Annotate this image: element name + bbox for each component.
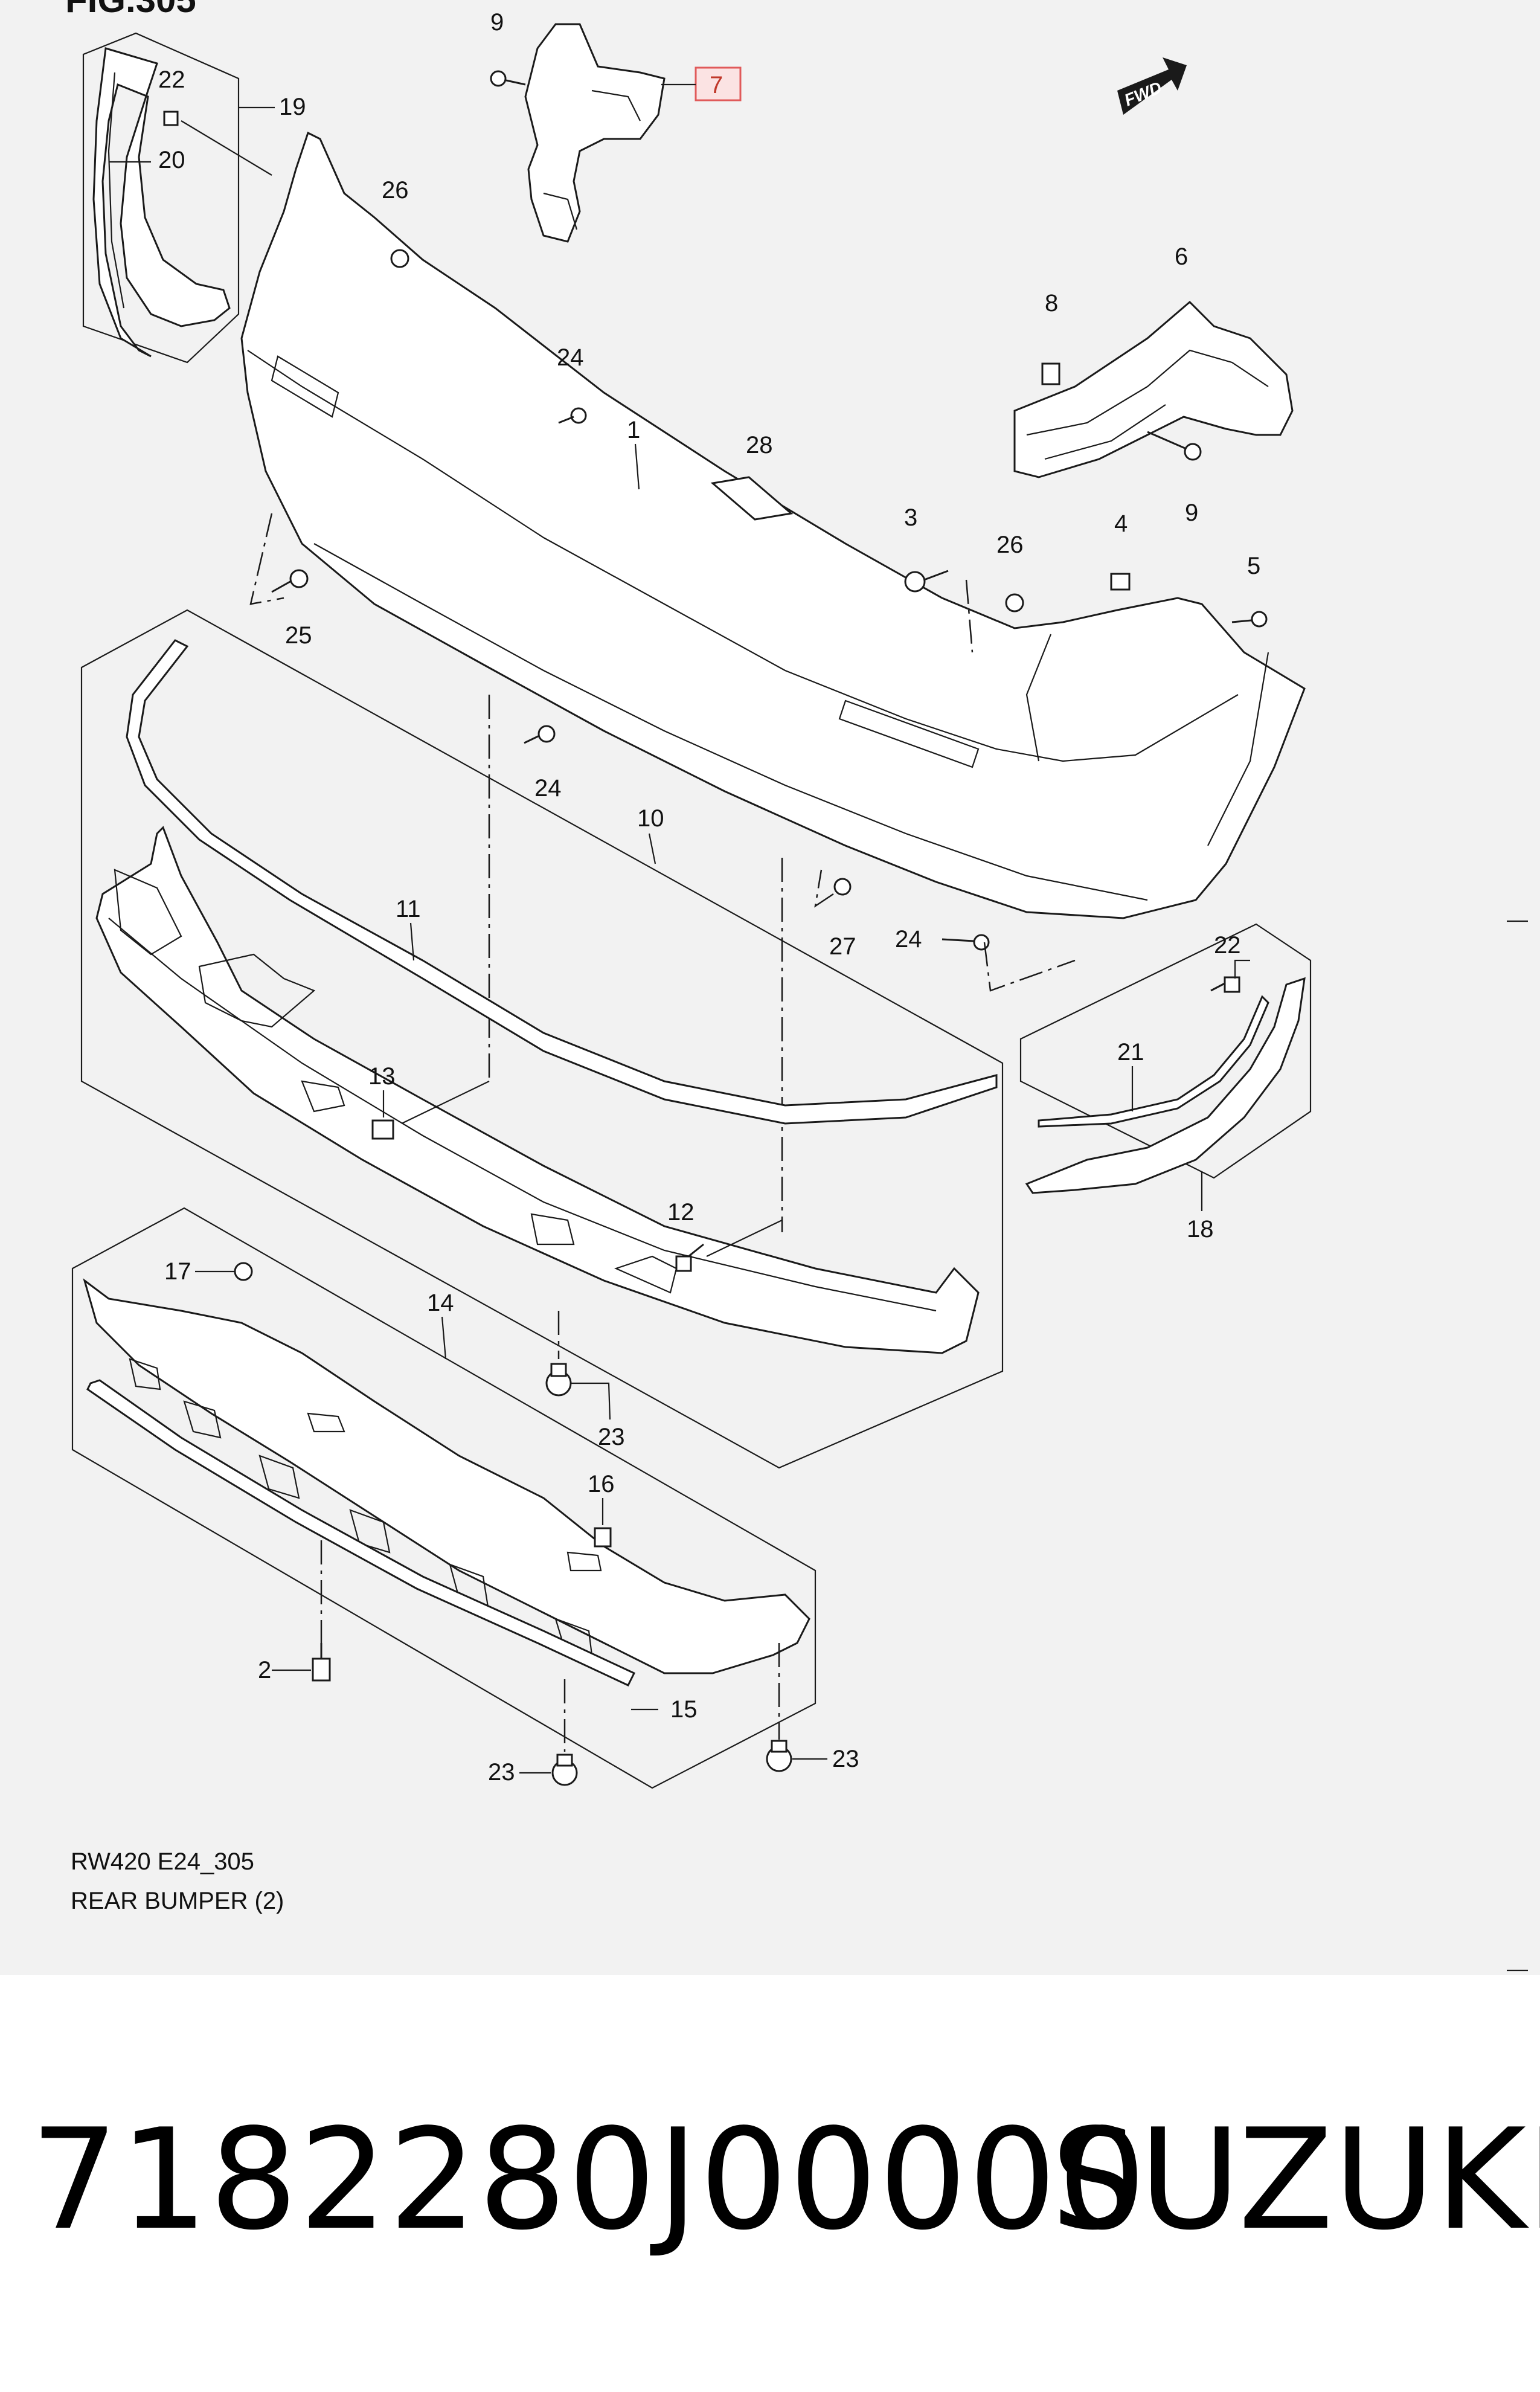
- callout-8: 8: [1045, 290, 1058, 317]
- leader-line: [1234, 959, 1250, 979]
- callout-17: 17: [164, 1258, 191, 1285]
- callout-9-right: 9: [1185, 500, 1198, 526]
- clip-23-bottom: [551, 1754, 578, 1786]
- assembly-line: [965, 579, 974, 653]
- part-1-rear-bumper: [240, 131, 1306, 919]
- clip-22-right: [1210, 976, 1240, 993]
- diagram-code: RW420 E24_305: [71, 1848, 254, 1875]
- clip-16: [594, 1527, 612, 1548]
- leader-line: [181, 120, 272, 176]
- part-20-molding: [1038, 995, 1269, 1128]
- clip-2: [312, 1643, 331, 1682]
- inset-box-19: [82, 32, 240, 364]
- callout-6: 6: [1175, 243, 1188, 270]
- screw-5: [1231, 611, 1268, 628]
- screw-24-right: [942, 934, 990, 951]
- callout-26-top: 26: [382, 177, 409, 204]
- callout-18: 18: [1187, 1216, 1214, 1243]
- leader-line: [401, 1081, 490, 1124]
- clip-23-mid: [545, 1363, 572, 1397]
- callout-21: 20: [158, 147, 185, 173]
- leader-line: [441, 1316, 447, 1360]
- callout-13: 13: [368, 1063, 396, 1090]
- callout-labels: 9 7 22 19 20 26 6 8 24 1 28 9 3 26 4 5 2…: [109, 9, 1260, 1786]
- callout-3: 3: [904, 504, 917, 531]
- callout-1: 1: [627, 417, 640, 443]
- screw-3: [904, 570, 949, 593]
- screw-24-top: [558, 407, 587, 424]
- callout-19: 19: [279, 94, 306, 120]
- part-6-bracket: [1013, 300, 1294, 478]
- callout-24-top: 24: [557, 344, 584, 371]
- callout-25: 25: [285, 622, 312, 649]
- part-22-clip: [163, 111, 179, 126]
- callout-22-right: 22: [1214, 932, 1241, 959]
- clip-23-right: [766, 1740, 792, 1772]
- callout-15: 15: [670, 1696, 698, 1723]
- leader-line: [409, 922, 415, 961]
- assembly-line: [983, 942, 1076, 992]
- screw-25: [271, 569, 309, 593]
- callout-4: 4: [1114, 510, 1128, 537]
- parts-diagram: FIG.305 FWD: [65, 0, 1528, 1972]
- callout-12: 12: [667, 1199, 695, 1226]
- part-18-trim: [1025, 977, 1306, 1194]
- callout-10: 10: [637, 805, 664, 832]
- clip-13: [371, 1119, 394, 1140]
- callout-16: 16: [588, 1471, 615, 1497]
- part-14-undercover: [83, 1278, 810, 1674]
- diagram-panel: FIG.305 FWD: [0, 0, 1540, 1975]
- clip-17: [234, 1262, 253, 1281]
- callout-24-right: 24: [895, 926, 922, 953]
- callout-7: 7: [710, 72, 723, 98]
- callout-9-top: 9: [490, 9, 504, 36]
- callout-23-right: 23: [832, 1746, 859, 1772]
- callout-11: 11: [396, 896, 421, 922]
- callout-23-bottom: 23: [488, 1759, 515, 1786]
- part-11-strip: [126, 639, 998, 1125]
- screw-9-top: [490, 70, 526, 87]
- diagram-name: REAR BUMPER (2): [71, 1888, 284, 1914]
- inset-box-10: [80, 609, 1004, 1469]
- brand-name: SUZUKI: [1051, 2100, 1540, 2261]
- nut-26-left: [390, 249, 409, 268]
- inset-box-14: [71, 1207, 817, 1789]
- screw-12: [675, 1243, 704, 1272]
- callout-7-highlight: 7: [695, 66, 742, 101]
- part-10-reflector-panel: [95, 826, 980, 1354]
- part-15-strip: [86, 1379, 636, 1686]
- leader-line: [571, 1382, 611, 1420]
- leader-line: [634, 443, 640, 490]
- callout-23-mid: 23: [598, 1424, 625, 1450]
- callout-20: 21: [1117, 1039, 1144, 1066]
- callout-27: 27: [829, 933, 856, 960]
- nut-26-right: [1005, 593, 1024, 612]
- nut-27: [833, 878, 852, 896]
- screw-24-mid: [524, 725, 556, 744]
- leader-line: [706, 1220, 783, 1257]
- callout-14: 14: [427, 1290, 454, 1316]
- callout-28: 28: [746, 432, 773, 458]
- callout-5: 5: [1247, 553, 1260, 579]
- inset-box-18: [1019, 923, 1312, 1179]
- callout-26-right: 26: [996, 532, 1024, 558]
- fwd-arrow-icon: FWD: [1117, 57, 1187, 115]
- part-7-bracket: [524, 23, 666, 243]
- callout-24-mid: 24: [534, 775, 562, 802]
- assembly-line: [249, 513, 284, 605]
- part-28-pad: [710, 476, 794, 521]
- callout-22-top: 22: [158, 66, 185, 93]
- part-number: 7182280J00000: [30, 2100, 1147, 2261]
- assembly-line: [814, 869, 834, 908]
- figure-title: FIG.305: [65, 0, 196, 20]
- part-8-nut: [1041, 362, 1060, 385]
- part-21-molding: [92, 47, 231, 358]
- screw-9-right: [1147, 431, 1202, 461]
- leader-line: [648, 833, 656, 864]
- nut-4: [1110, 573, 1131, 591]
- callout-2: 2: [258, 1657, 271, 1683]
